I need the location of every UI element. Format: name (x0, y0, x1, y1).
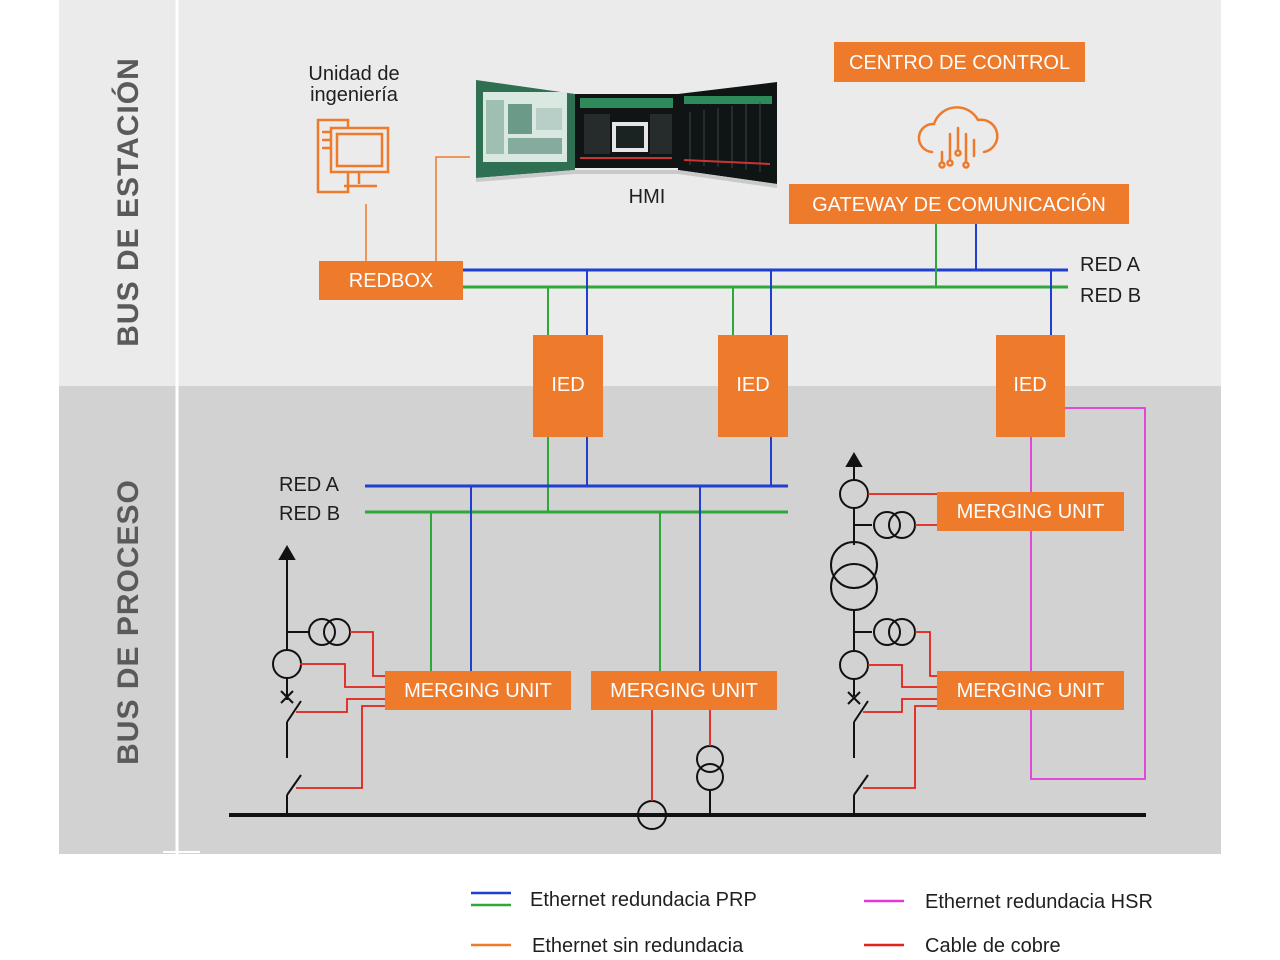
control-center-box (834, 42, 1085, 82)
ied-box-1 (533, 335, 603, 437)
hmi-label: HMI (629, 186, 666, 208)
process-red-b-label: RED B (279, 503, 340, 525)
ied-process-links (547, 437, 772, 512)
engineering-unit-label-line2: ingeniería (310, 84, 399, 106)
gateway-label: GATEWAY DE COMUNICACIÓN (812, 193, 1106, 216)
merging-unit-box-4 (937, 671, 1124, 710)
ied-station-links (547, 270, 1052, 335)
process-red-a-label: RED A (279, 474, 340, 496)
ied-label-1: IED (551, 374, 584, 396)
control-center-label: CENTRO DE CONTROL (849, 52, 1070, 74)
right-bay-switchgear (830, 452, 916, 815)
left-bay-switchgear (272, 545, 351, 815)
engineering-unit-label-line1: Unidad de (308, 63, 399, 85)
gateway-box (789, 184, 1129, 224)
cloud-icon (917, 106, 999, 169)
merging-unit-label-4: MERGING UNIT (957, 680, 1105, 702)
legend-label-orange: Ethernet sin redundacia (532, 935, 744, 957)
ied-box-2 (718, 335, 788, 437)
station-bus-label: BUS DE ESTACIÓN (111, 57, 145, 346)
merging-unit-box-1 (385, 671, 571, 710)
merging-unit-box-3 (937, 492, 1124, 531)
process-bus-label: BUS DE PROCESO (112, 479, 145, 765)
middle-bay-copper (651, 710, 711, 801)
ied-label-3: IED (1013, 374, 1046, 396)
legend-label-prp: Ethernet redundacia PRP (530, 889, 757, 911)
merging-unit-label-3: MERGING UNIT (957, 501, 1105, 523)
hsr-ring (1030, 407, 1146, 780)
redbox-box (319, 261, 463, 300)
ied-label-2: IED (736, 374, 769, 396)
orange-ethernet-links (365, 156, 470, 261)
merging-unit-label-2: MERGING UNIT (610, 680, 758, 702)
left-bay-copper (296, 631, 385, 789)
merging-unit-prp-links (430, 486, 701, 671)
computer-icon (316, 118, 390, 194)
process-zone-bg (59, 386, 1221, 854)
legend-label-copper: Cable de cobre (925, 935, 1061, 957)
right-bay-copper (863, 493, 937, 789)
ied-box-3 (996, 335, 1065, 437)
legend-label-hsr: Ethernet redundacia HSR (925, 891, 1153, 913)
station-red-a-label: RED A (1080, 254, 1141, 276)
merging-unit-box-2 (591, 671, 777, 710)
merging-unit-label-1: MERGING UNIT (404, 680, 552, 702)
legend: Ethernet redundacia PRP Ethernet sin red… (471, 889, 1153, 957)
redbox-label: REDBOX (349, 270, 433, 292)
hmi-screens-icon (476, 80, 777, 188)
station-red-b-label: RED B (1080, 285, 1141, 307)
